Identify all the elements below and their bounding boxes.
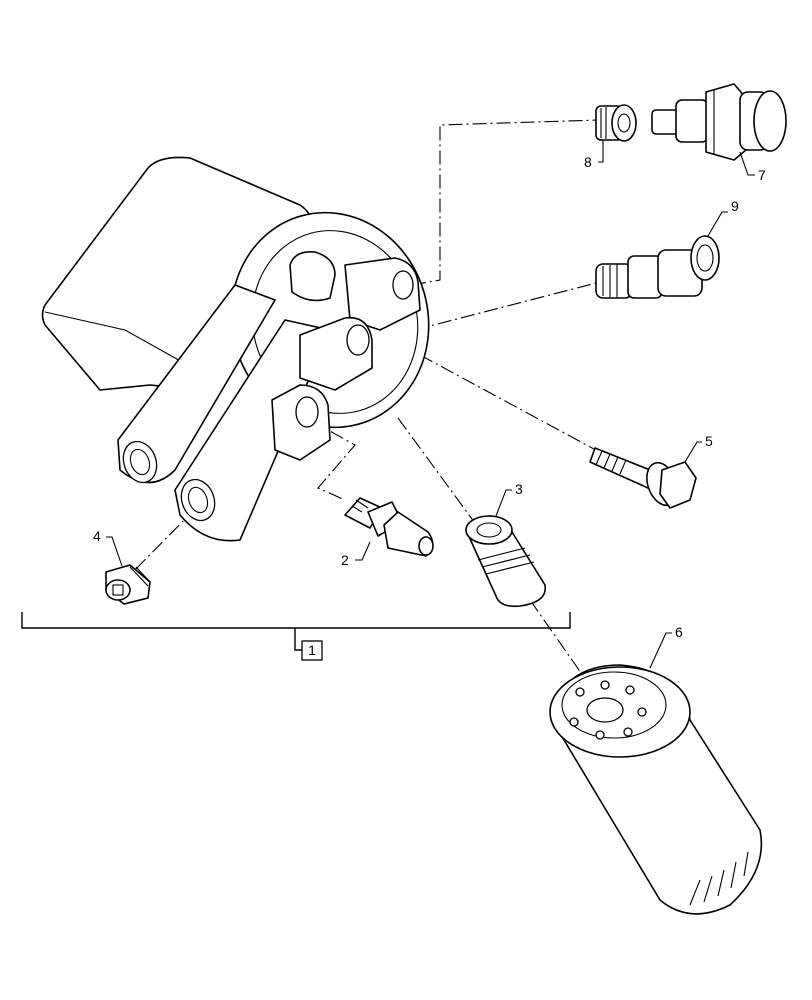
assembly-bracket-line [21,612,571,629]
part-3-check-valve [465,515,547,608]
part-8-threaded-adapter [595,104,637,142]
filter-head-housing [41,156,430,542]
arm-left-port-inner [129,448,151,476]
arm-right-port [180,478,216,522]
port-block-middle-hole [346,324,370,356]
callout-8: 8 [584,154,592,170]
center-line-item-9 [367,281,601,343]
arm-right-port-inner [187,486,209,514]
assembly-bracket: 1 [21,612,571,661]
center-line-item-8 [411,119,601,286]
callout-4: 4 [93,528,101,544]
callout-5: 5 [705,433,713,449]
housing-arm-left [117,284,276,484]
housing-edge [44,311,201,373]
callout-9: 9 [731,198,739,214]
callout-labels: 8 7 9 5 3 2 4 6 [93,154,766,640]
assembly-ref-box [301,640,323,661]
port-block-upper-hole [392,270,414,300]
part-5-flange-bolt [589,447,697,509]
callout-3: 3 [515,481,523,497]
assembly-bracket-stem [294,628,302,651]
arm-left-port [122,440,158,484]
center-line-item-4 [129,507,197,576]
callout-6: 6 [675,624,683,640]
part-4-set-screw [105,564,151,605]
callout-1: 1 [308,642,316,658]
callout-leaders [106,140,755,669]
callout-7: 7 [758,167,766,183]
part-9-quick-coupling [595,235,720,299]
part-6-oil-filter [549,664,763,915]
port-block-lower-hole [295,396,319,428]
callout-2: 2 [341,552,349,568]
center-line-item-2 [309,419,356,501]
part-2-sensor-fitting [344,497,434,557]
center-line-item-5 [419,354,606,456]
housing-top-boss [289,250,336,302]
part-7-hose-fitting [651,83,787,161]
